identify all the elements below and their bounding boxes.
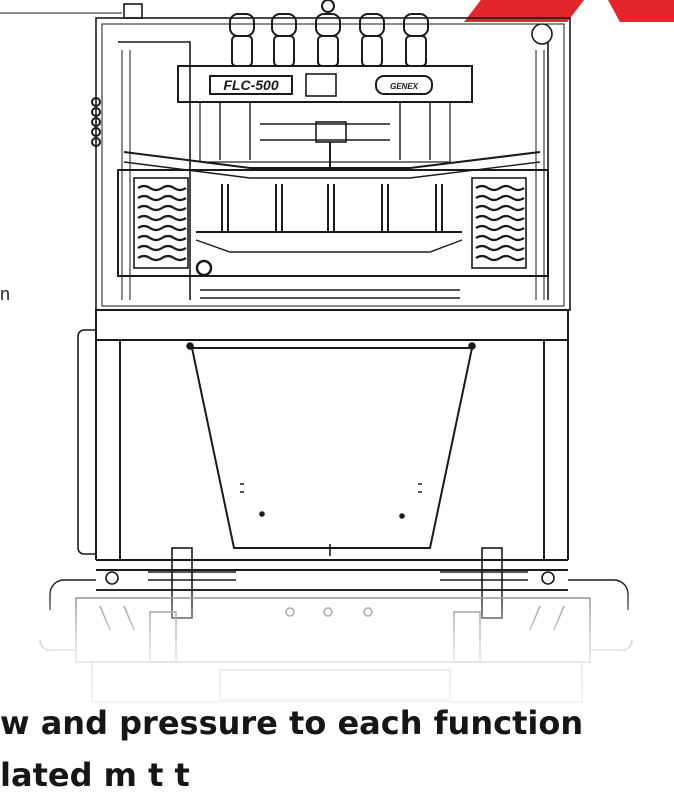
feature-caption-line1: w and pressure to each function xyxy=(0,704,584,742)
image-fade-overlay xyxy=(0,585,674,705)
feature-caption-line2: lated m t t xyxy=(0,756,190,794)
cropped-text-fragment: n xyxy=(0,284,11,304)
control-valves xyxy=(229,0,429,67)
brand-accent-shape-right xyxy=(608,0,674,22)
brand-accent-shape-left xyxy=(464,0,584,22)
